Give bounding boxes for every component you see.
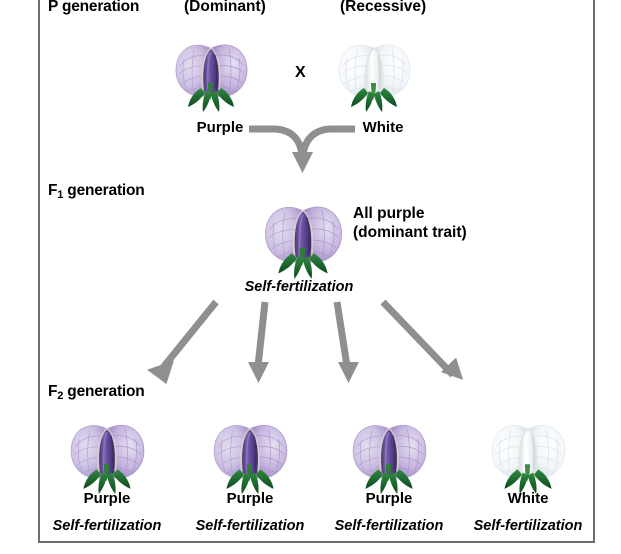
f2-arrow-2-head: [248, 362, 269, 383]
f2-generation-label: F2 generation: [48, 383, 145, 402]
flower-p-purple: [172, 28, 250, 114]
flower-f2-2-purple: [209, 408, 291, 496]
f1-label-rest: generation: [63, 182, 145, 199]
f2-arrow-4-line: [380, 299, 456, 378]
f1-result-line2: (dominant trait): [353, 223, 467, 241]
f1-self-fertilization-label: Self-fertilization: [244, 279, 354, 295]
f2-2-self-fertilization-label: Self-fertilization: [195, 518, 305, 534]
f2-label-base: F: [48, 383, 58, 400]
flower-f2-3-purple: [348, 408, 430, 496]
f1-label-base: F: [48, 182, 58, 199]
f2-4-self-fertilization-label: Self-fertilization: [473, 518, 583, 534]
f2-arrow-4-head: [441, 357, 464, 380]
f1-generation-label: F1 generation: [48, 182, 145, 201]
recessive-header-label: (Recessive): [340, 0, 427, 15]
p-generation-label: P generation: [48, 0, 140, 15]
flower-f1-purple: [259, 189, 347, 281]
f2-label-rest: generation: [63, 383, 145, 400]
f2-arrow-3-line: [333, 301, 351, 367]
f2-arrow-1-head: [147, 360, 174, 385]
f2-1-self-fertilization-label: Self-fertilization: [52, 518, 162, 534]
f2-3-self-fertilization-label: Self-fertilization: [334, 518, 444, 534]
flower-p-white: [335, 28, 413, 114]
f1-result-text: All purple (dominant trait): [353, 205, 467, 243]
f2-label-subscript: 2: [57, 390, 64, 402]
dominant-header-label: (Dominant): [184, 0, 266, 15]
flower-f2-1-purple: [66, 408, 148, 496]
cross-merge-arrow: [249, 125, 355, 157]
f2-arrow-1-line: [158, 299, 219, 373]
f2-1-trait-label: Purple: [83, 490, 131, 507]
cross-symbol: X: [295, 64, 306, 81]
f1-label-subscript: 1: [57, 189, 64, 201]
p-parent-white-trait-label: White: [362, 119, 404, 136]
f2-3-trait-label: Purple: [365, 490, 413, 507]
p-parent-purple-trait-label: Purple: [196, 119, 244, 136]
f2-arrow-3-head: [338, 362, 359, 383]
f2-2-trait-label: Purple: [226, 490, 274, 507]
f2-arrow-2-line: [254, 301, 269, 367]
f1-result-line1: All purple: [353, 205, 425, 222]
cross-merge-arrowhead: [292, 152, 313, 173]
flower-f2-4-white: [487, 408, 569, 496]
f2-4-trait-label: White: [507, 490, 549, 507]
